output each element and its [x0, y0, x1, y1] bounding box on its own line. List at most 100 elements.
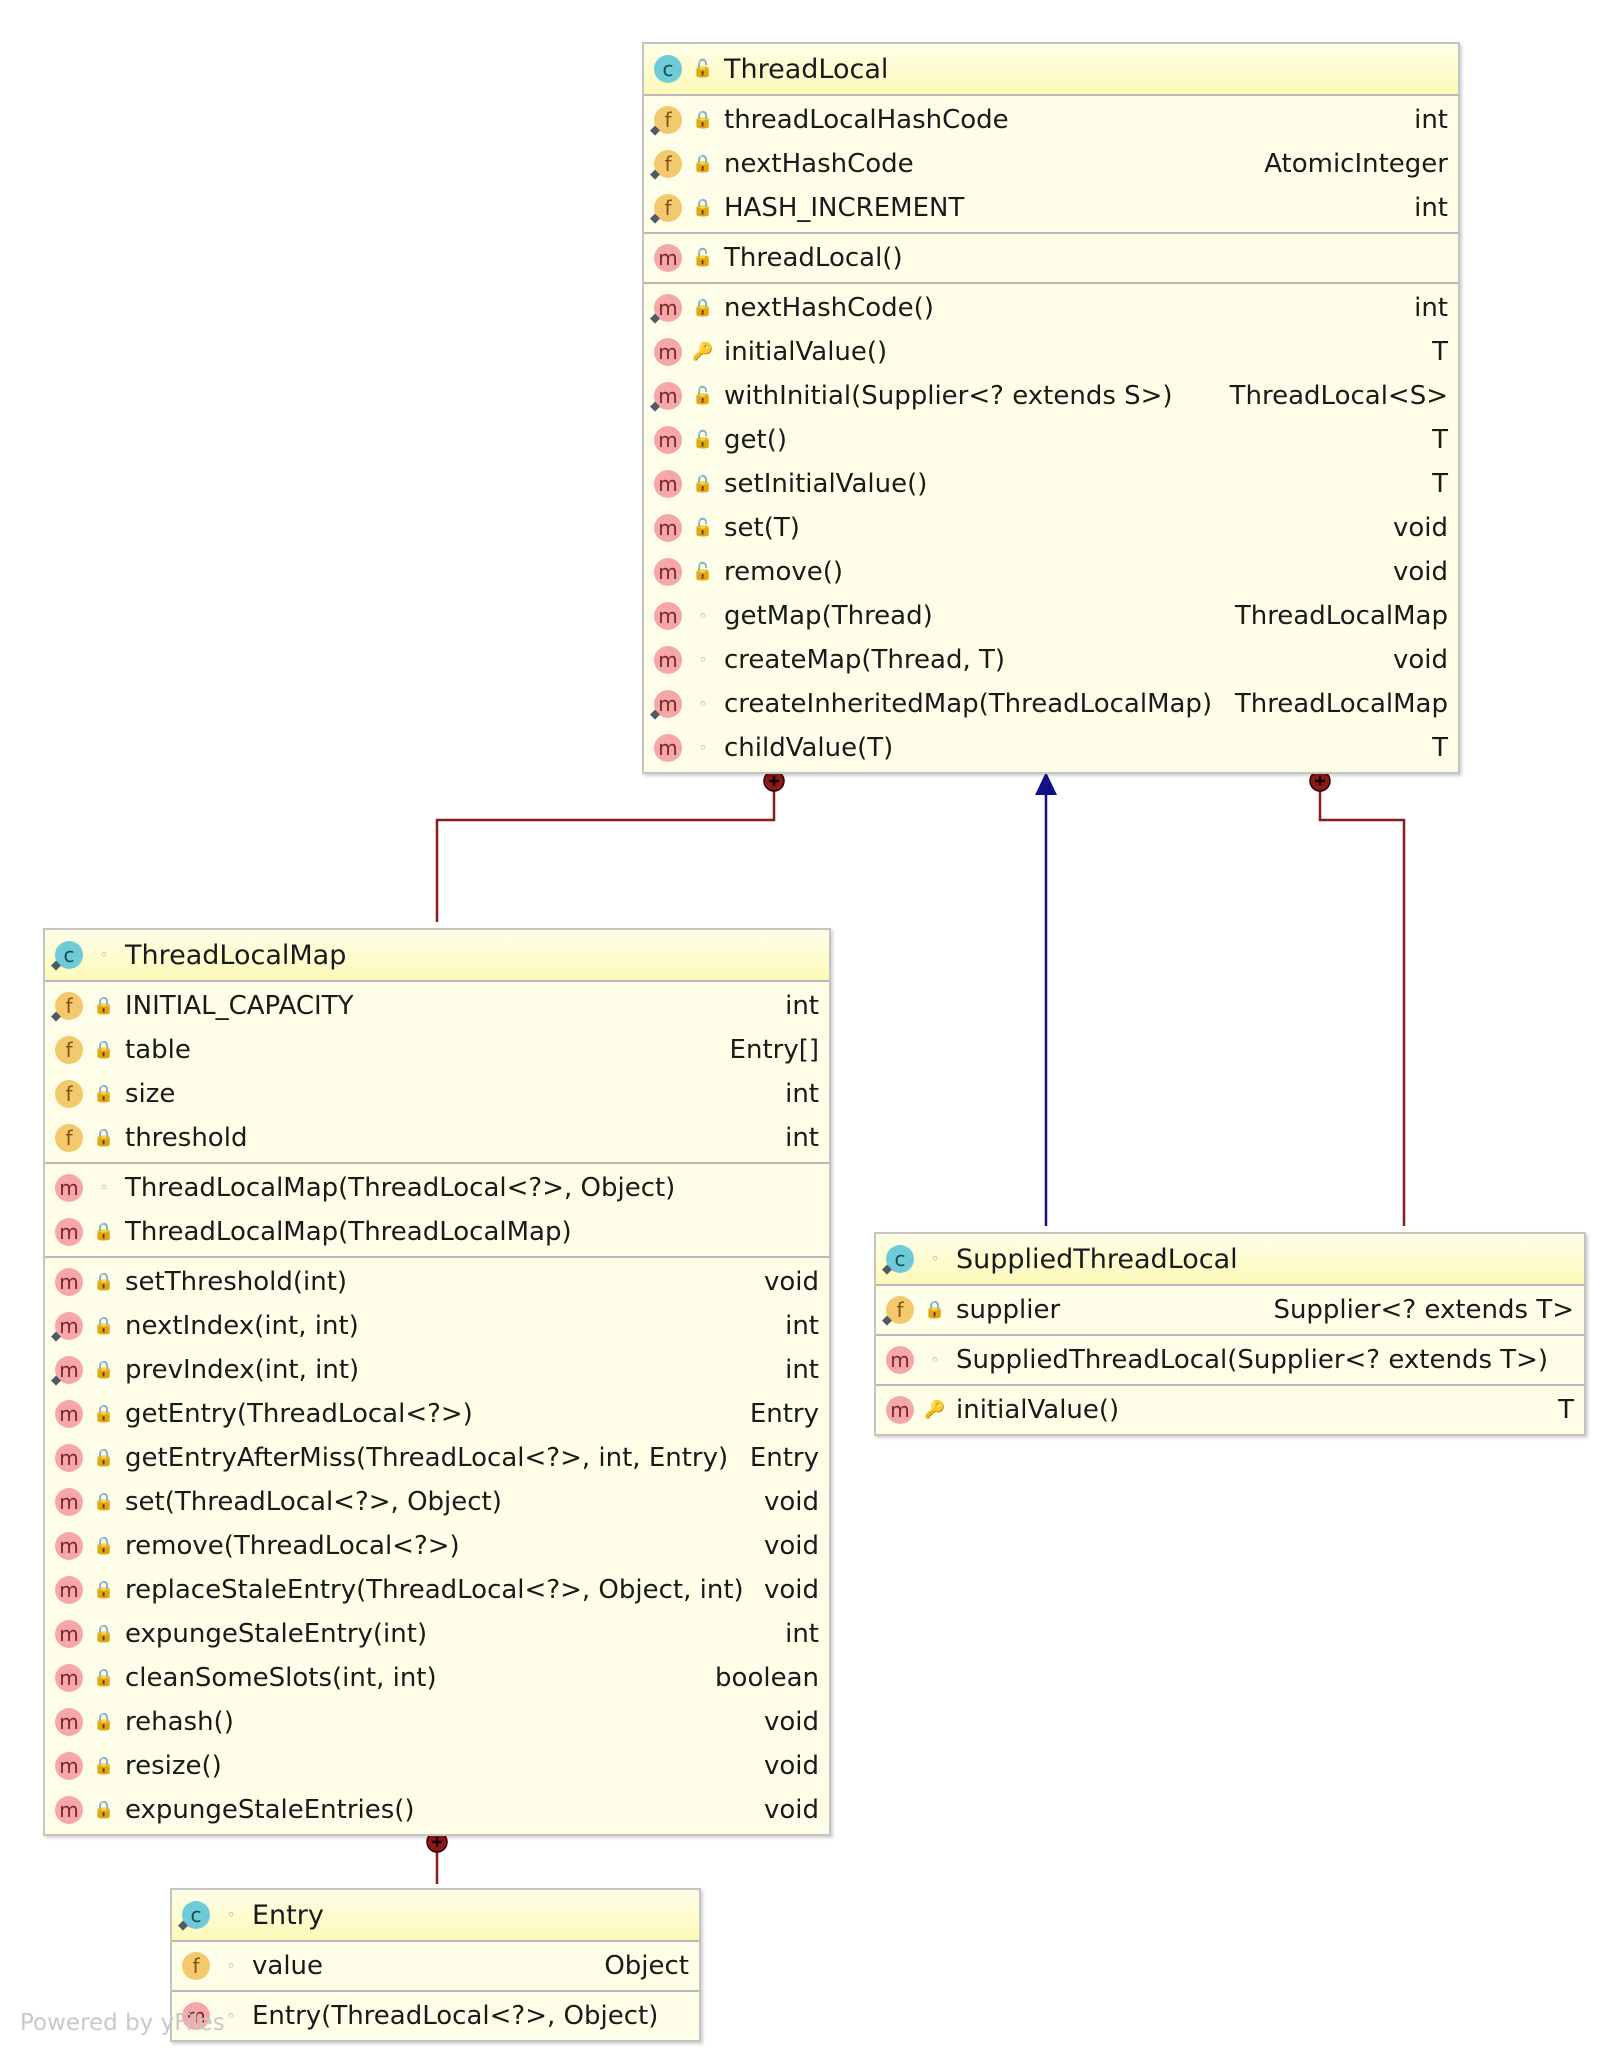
- lock-icon: 🔒: [93, 1800, 115, 1820]
- static-pin-icon: ◆: [51, 1329, 61, 1344]
- member-type: int: [1414, 193, 1448, 223]
- class-icon: c: [654, 55, 682, 83]
- constructor-row[interactable]: m🔒ThreadLocalMap(ThreadLocalMap): [45, 1210, 829, 1254]
- static-pin-icon: ◆: [882, 1262, 892, 1277]
- field-icon: f: [55, 1036, 83, 1064]
- package-dot-icon: ◦: [930, 1250, 940, 1268]
- member-type: int: [785, 1355, 819, 1385]
- constructor-row[interactable]: m◦ThreadLocalMap(ThreadLocal<?>, Object): [45, 1166, 829, 1210]
- class-header[interactable]: c🔓ThreadLocal: [644, 44, 1458, 94]
- method-row[interactable]: m🔓remove()void: [644, 550, 1458, 594]
- class-header[interactable]: c◆◦ThreadLocalMap: [45, 930, 829, 980]
- static-pin-icon: ◆: [650, 211, 660, 226]
- method-row[interactable]: m🔒setThreshold(int)void: [45, 1260, 829, 1304]
- lock-icon: 🔒: [692, 154, 714, 174]
- member-type: Object: [604, 1951, 689, 1981]
- method-row[interactable]: m🔒remove(ThreadLocal<?>)void: [45, 1524, 829, 1568]
- class-icon: c◆: [51, 941, 83, 972]
- method-icon: m: [55, 1796, 83, 1824]
- member-type: Entry[]: [729, 1035, 819, 1065]
- method-row[interactable]: m🔓set(T)void: [644, 506, 1458, 550]
- method-row[interactable]: m🔒replaceStaleEntry(ThreadLocal<?>, Obje…: [45, 1568, 829, 1612]
- method-icon: m◆: [51, 1356, 83, 1387]
- class-header[interactable]: c◆◦Entry: [172, 1890, 699, 1940]
- method-row[interactable]: m🔑initialValue()T: [876, 1388, 1584, 1432]
- method-row[interactable]: m🔒getEntry(ThreadLocal<?>)Entry: [45, 1392, 829, 1436]
- method-row[interactable]: m🔒expungeStaleEntry(int)int: [45, 1612, 829, 1656]
- method-icon: m: [654, 558, 682, 586]
- method-row[interactable]: m◦getMap(Thread)ThreadLocalMap: [644, 594, 1458, 638]
- member-name: SuppliedThreadLocal(Supplier<? extends T…: [956, 1345, 1549, 1375]
- member-type: Supplier<? extends T>: [1273, 1295, 1574, 1325]
- method-row[interactable]: m◦createMap(Thread, T)void: [644, 638, 1458, 682]
- method-icon: m: [886, 1396, 914, 1424]
- method-row[interactable]: m🔒resize()void: [45, 1744, 829, 1788]
- method-row[interactable]: m◦childValue(T)T: [644, 726, 1458, 770]
- member-name: expungeStaleEntry(int): [125, 1619, 428, 1649]
- method-row[interactable]: m🔒set(ThreadLocal<?>, Object)void: [45, 1480, 829, 1524]
- method-row[interactable]: m🔑initialValue()T: [644, 330, 1458, 374]
- method-row[interactable]: m◆🔒nextIndex(int, int)int: [45, 1304, 829, 1348]
- method-icon: m: [55, 1174, 83, 1202]
- constructor-row[interactable]: m🔓ThreadLocal(): [644, 236, 1458, 280]
- method-row[interactable]: m◆🔒nextHashCode()int: [644, 286, 1458, 330]
- method-row[interactable]: m🔒cleanSomeSlots(int, int)boolean: [45, 1656, 829, 1700]
- method-row[interactable]: m◆🔒prevIndex(int, int)int: [45, 1348, 829, 1392]
- member-type: int: [1414, 105, 1448, 135]
- member-type: int: [785, 1123, 819, 1153]
- class-icon: c◆: [882, 1245, 914, 1276]
- method-row[interactable]: m🔒getEntryAfterMiss(ThreadLocal<?>, int,…: [45, 1436, 829, 1480]
- class-header[interactable]: c◆◦SuppliedThreadLocal: [876, 1234, 1584, 1284]
- lock-icon: 🔒: [93, 1222, 115, 1242]
- member-name: set(T): [724, 513, 800, 543]
- member-type: int: [785, 1619, 819, 1649]
- method-icon: m◆: [650, 690, 682, 721]
- method-icon: m◆: [650, 294, 682, 325]
- member-name: ThreadLocal(): [724, 243, 903, 273]
- member-name: withInitial(Supplier<? extends S>): [724, 381, 1173, 411]
- member-type: boolean: [715, 1663, 819, 1693]
- methods-section: m🔑initialValue()T: [876, 1384, 1584, 1434]
- member-name: value: [252, 1951, 324, 1981]
- method-row[interactable]: m🔓get()T: [644, 418, 1458, 462]
- method-row[interactable]: m🔒expungeStaleEntries()void: [45, 1788, 829, 1832]
- member-type: int: [785, 1311, 819, 1341]
- field-icon: f: [55, 1124, 83, 1152]
- member-name: nextIndex(int, int): [125, 1311, 359, 1341]
- method-row[interactable]: m🔒rehash()void: [45, 1700, 829, 1744]
- package-dot-icon: ◦: [698, 607, 708, 625]
- method-row[interactable]: m🔒setInitialValue()T: [644, 462, 1458, 506]
- method-row[interactable]: m◆🔓withInitial(Supplier<? extends S>)Thr…: [644, 374, 1458, 418]
- static-pin-icon: ◆: [650, 123, 660, 138]
- member-name: set(ThreadLocal<?>, Object): [125, 1487, 502, 1517]
- package-dot-icon: ◦: [226, 1906, 236, 1924]
- method-row[interactable]: m◆◦createInheritedMap(ThreadLocalMap)Thr…: [644, 682, 1458, 726]
- method-icon: m: [55, 1488, 83, 1516]
- member-type: Entry: [749, 1443, 819, 1473]
- member-type: void: [763, 1531, 819, 1561]
- member-name: prevIndex(int, int): [125, 1355, 360, 1385]
- member-name: table: [125, 1035, 191, 1065]
- constructors-section: m🔓ThreadLocal(): [644, 232, 1458, 282]
- lock-icon: 🔒: [93, 1492, 115, 1512]
- member-name: HASH_INCREMENT: [724, 193, 965, 223]
- constructor-row[interactable]: m◦Entry(ThreadLocal<?>, Object): [172, 1994, 699, 2038]
- method-icon: m: [182, 2002, 210, 2030]
- member-type: void: [1392, 645, 1448, 675]
- constructor-row[interactable]: m◦SuppliedThreadLocal(Supplier<? extends…: [876, 1338, 1584, 1382]
- member-name: initialValue(): [724, 337, 888, 367]
